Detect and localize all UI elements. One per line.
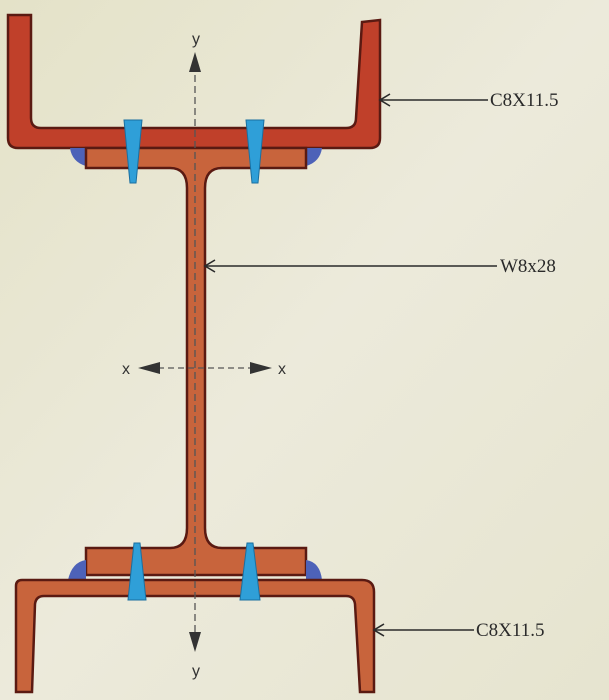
x-axis-label-right: x (278, 361, 286, 378)
label-w-beam: W8x28 (500, 256, 556, 277)
y-axis-label-bottom: y (192, 663, 200, 680)
top-left-weld (70, 148, 86, 166)
leader-arrowhead-bottom-channel (372, 623, 385, 637)
bolt-bottom-right (239, 542, 261, 601)
x-axis-arrow-right (250, 362, 272, 374)
y-axis-label-top: y (192, 31, 200, 48)
y-axis-arrow-bottom (189, 632, 201, 652)
bottom-channel (14, 578, 376, 694)
bolt-top-right (245, 119, 265, 184)
bolt-top-left (123, 119, 143, 184)
label-bottom-channel: C8X11.5 (476, 620, 544, 641)
y-axis-arrow-top (189, 52, 201, 72)
top-channel (6, 13, 382, 150)
bolt-bottom-left (127, 542, 147, 601)
leader-arrowhead-top-channel (378, 93, 391, 107)
leader-arrowhead-w-beam (203, 259, 216, 273)
label-top-channel: C8X11.5 (490, 90, 558, 111)
bottom-left-weld (68, 560, 86, 580)
x-axis-arrow-left (138, 362, 160, 374)
x-axis-label-left: x (122, 361, 130, 378)
top-right-weld (306, 148, 322, 166)
bottom-right-weld (306, 560, 322, 580)
